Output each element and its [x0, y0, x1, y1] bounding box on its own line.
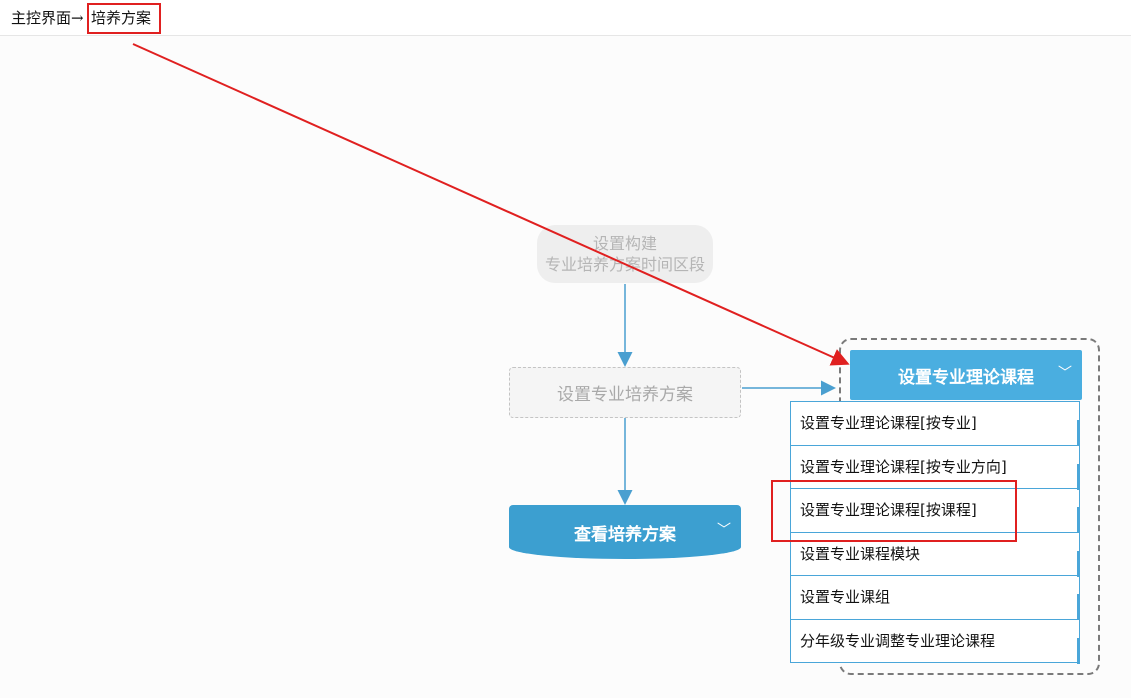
breadcrumb-root[interactable]: 主控界面→	[11, 9, 84, 27]
menu-item-edge	[1077, 463, 1080, 490]
menu-item-edge	[1077, 594, 1080, 620]
set-theory-course-dropdown[interactable]: 设置专业理论课程 ﹀	[850, 350, 1082, 400]
theory-course-menu: 设置专业理论课程[按专业] 设置专业理论课程[按专业方向] 设置专业理论课程[按…	[790, 401, 1080, 664]
menu-item-by-course[interactable]: 设置专业理论课程[按课程]	[791, 489, 1080, 533]
time-range-node[interactable]: 设置构建 专业培养方案时间区段	[537, 225, 713, 283]
view-plan-label: 查看培养方案	[574, 524, 676, 545]
menu-item-by-major[interactable]: 设置专业理论课程[按专业]	[791, 402, 1080, 446]
menu-item-edge	[1077, 550, 1080, 577]
breadcrumb-current: 培养方案	[91, 9, 152, 27]
menu-item-highlight-box	[771, 480, 1017, 542]
time-range-line1: 设置构建	[592, 234, 657, 253]
chevron-down-icon[interactable]: ﹀	[717, 522, 731, 539]
menu-item-edge	[1077, 507, 1080, 533]
menu-item-grade-adjust[interactable]: 分年级专业调整专业理论课程	[791, 620, 1080, 664]
breadcrumb: 主控界面→ 培养方案	[0, 0, 1131, 36]
breadcrumb-highlight-box	[87, 3, 161, 34]
time-range-line2: 专业培养方案时间区段	[544, 255, 705, 274]
menu-item-label: 分年级专业调整专业理论课程	[800, 631, 996, 650]
menu-item-label: 设置专业理论课程[按专业]	[800, 414, 977, 432]
view-plan-button[interactable]: 查看培养方案 ﹀	[509, 505, 741, 559]
menu-item-edge	[1077, 637, 1080, 664]
menu-item-label: 设置专业理论课程[按课程]	[800, 501, 977, 519]
menu-item-by-direction[interactable]: 设置专业理论课程[按专业方向]	[791, 446, 1080, 490]
menu-item-label: 设置专业理论课程[按专业方向]	[800, 457, 1007, 476]
menu-item-course-group[interactable]: 设置专业课组	[791, 576, 1080, 620]
chevron-down-icon[interactable]: ﹀	[1058, 365, 1072, 382]
menu-item-edge	[1077, 420, 1080, 446]
set-theory-course-label: 设置专业理论课程	[898, 367, 1034, 388]
set-plan-node[interactable]: 设置专业培养方案	[509, 367, 741, 418]
menu-item-label: 设置专业课程模块	[800, 544, 921, 563]
menu-item-label: 设置专业课组	[800, 588, 891, 606]
menu-item-course-module[interactable]: 设置专业课程模块	[791, 533, 1080, 577]
